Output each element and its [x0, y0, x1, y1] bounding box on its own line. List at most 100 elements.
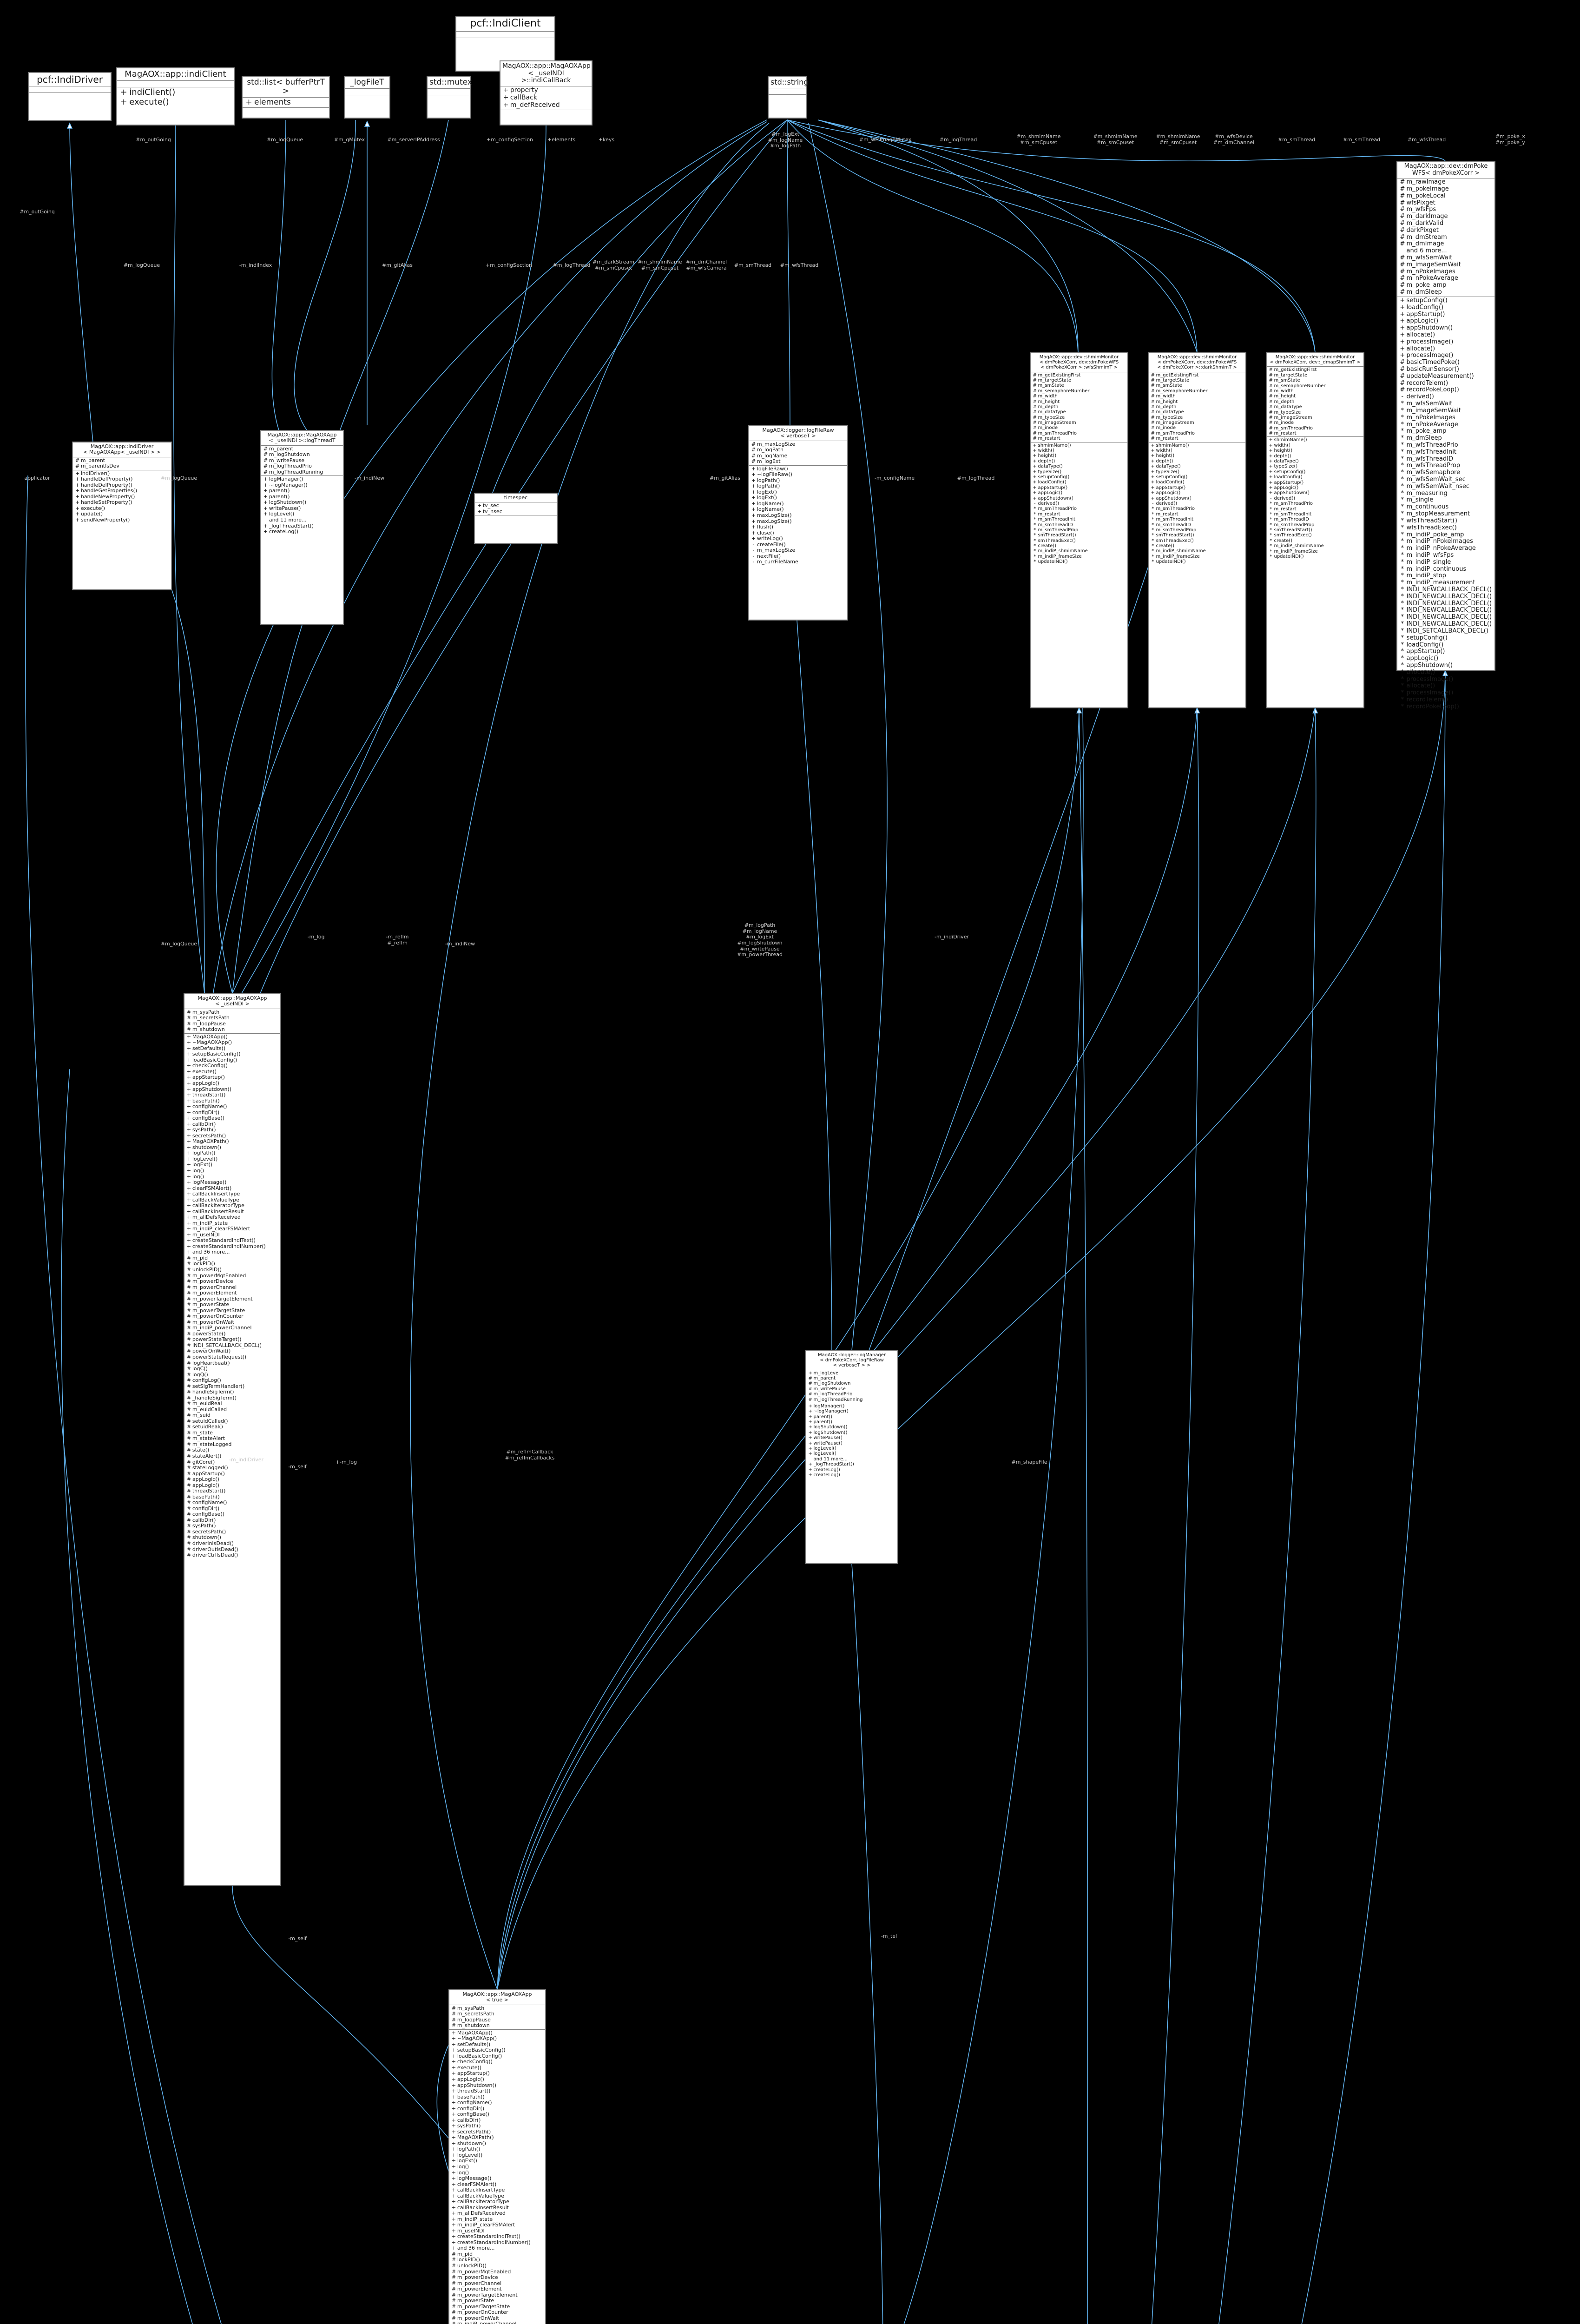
visibility-marker: * [1152, 517, 1154, 522]
uml-class-box[interactable]: MagAOX::app::MagAOXApp < _useINDI >#m_sy… [184, 993, 281, 1886]
visibility-marker: # [186, 1261, 191, 1267]
uml-class-box[interactable]: MagAOX::app::MagAOXApp < _useINDI >::ind… [500, 60, 592, 125]
visibility-marker: # [186, 1348, 191, 1354]
member-row: +maxLogSize() [749, 512, 847, 519]
uml-class-box[interactable]: _logFileT [344, 76, 390, 119]
member-row: #m_powerTargetState [449, 2304, 545, 2310]
member-row: +logShutdown() [806, 1430, 897, 1435]
uml-class-box[interactable]: std::list< bufferPtrT >+elements [242, 76, 330, 119]
visibility-marker: * [1401, 641, 1404, 648]
uml-class-box[interactable]: MagAOX::app::dev::shmimMonitor < dmPokeX… [1030, 352, 1128, 708]
member-row: #configBase() [184, 1512, 280, 1518]
visibility-marker: * [1401, 538, 1404, 545]
member-name: createStandardIndiNumber() [192, 1243, 266, 1249]
uml-class-box[interactable]: std::mutex [427, 76, 472, 119]
visibility-marker: + [451, 2146, 456, 2152]
member-row: #powerOnWait() [184, 1348, 280, 1354]
member-name: createStandardIndiNumber() [457, 2239, 531, 2245]
visibility-marker: + [451, 2123, 456, 2129]
member-name: driverInIsDead() [192, 1540, 234, 1546]
member-row: #appLogic() [184, 1477, 280, 1483]
visibility-marker: * [1270, 533, 1272, 538]
uml-class-box[interactable]: MagAOX::app::indiClient+indiClient()+exe… [116, 67, 235, 125]
class-title: MagAOX::app::indiClient [117, 68, 234, 81]
member-name: calibDir() [457, 2117, 481, 2123]
member-row: *INDI_NEWCALLBACK_DECL() [1397, 614, 1494, 621]
empty-compartment [428, 89, 470, 94]
visibility-marker: + [451, 2227, 456, 2234]
visibility-marker: + [1400, 297, 1405, 304]
member-row: #m_powerOnCounter [449, 2310, 545, 2316]
member-row: +logLevel() [449, 2152, 545, 2159]
member-name: writePause() [269, 505, 301, 511]
member-name: m_restart [1038, 511, 1060, 517]
uml-class-box[interactable]: MagAOX::app::indiDriver < MagAOXApp< _us… [72, 442, 172, 590]
visibility-marker: + [751, 529, 756, 536]
uml-class-box[interactable]: pcf::IndiDriver [28, 72, 112, 121]
member-name: height() [1156, 453, 1175, 459]
edge-label: #m_logPath #m_logName #m_logExt #m_logSh… [737, 922, 783, 958]
visibility-marker: * [1152, 527, 1154, 533]
member-name: wfsThreadStart() [1406, 517, 1457, 524]
member-row: #m_logThreadRunning [261, 469, 343, 475]
member-name: log() [457, 2164, 469, 2170]
visibility-marker: # [1151, 399, 1155, 404]
visibility-marker: # [186, 1523, 191, 1529]
uml-class-box[interactable]: MagAOX::app::MagAOXApp < _useINDI >::log… [260, 430, 344, 625]
member-name: configLog() [192, 1378, 221, 1384]
member-name: m_secretsPath [457, 2011, 494, 2017]
uml-class-box[interactable]: MagAOX::app::dev::shmimMonitor < dmPokeX… [1148, 352, 1246, 708]
member-row: +logPath() [449, 2146, 545, 2152]
uml-class-box[interactable]: MagAOX::app::MagAOXApp < true >#m_sysPat… [448, 1989, 546, 2324]
member-name: createLog() [813, 1472, 840, 1478]
member-row: *INDI_NEWCALLBACK_DECL() [1397, 586, 1494, 594]
visibility-marker: + [503, 86, 509, 94]
member-name: basePath() [192, 1494, 220, 1500]
visibility-marker: # [186, 1447, 191, 1453]
member-name: configBase() [457, 2112, 489, 2118]
member-name: callBackInsertResult [192, 1208, 244, 1215]
member-row: #logQ() [184, 1372, 280, 1378]
member-row: #m_powerMgtEnabled [184, 1273, 280, 1279]
visibility-marker: # [263, 469, 268, 475]
member-name: m_maxLogSize [757, 548, 796, 554]
uml-class-box[interactable]: MagAOX::app::dev::dmPoke WFS< dmPokeXCor… [1396, 161, 1495, 710]
visibility-marker: # [1151, 425, 1155, 431]
uml-class-box[interactable]: MagAOX::app::dev::shmimMonitor < dmPokeX… [1266, 352, 1364, 708]
member-name: m_powerOnCounter [457, 2310, 508, 2316]
empty-compartment [475, 516, 557, 521]
member-name: m_defReceived [510, 101, 560, 109]
member-name: createStandardIndiText() [457, 2234, 520, 2240]
member-row: +height() [1031, 453, 1127, 458]
member-row: *allocate() [1397, 669, 1494, 676]
member-name: sendNewProperty() [80, 517, 130, 523]
member-row: +elements [243, 98, 329, 107]
member-row: #m_nPokeAverage [1397, 275, 1494, 282]
visibility-marker: + [1269, 469, 1273, 475]
visibility-marker: # [186, 1528, 191, 1535]
visibility-marker: + [263, 528, 268, 535]
member-row: +logLevel() [184, 1156, 280, 1162]
uml-class-box[interactable]: std::string [768, 76, 808, 119]
edge-label: #m_wfsDevice #m_dmChannel [1213, 133, 1255, 145]
member-name: smThreadExec() [1156, 538, 1194, 543]
visibility-marker: + [751, 471, 756, 478]
uml-class-box[interactable]: MagAOX::logger::logFileRaw < verboseT >#… [748, 425, 848, 621]
uml-class-box[interactable]: MagAOX::logger::logManager < dmPokeXCorr… [805, 1350, 898, 1564]
member-row: #state() [184, 1447, 280, 1453]
member-row: #m_restart [1267, 431, 1363, 436]
member-row: #m_euidCalled [184, 1406, 280, 1413]
uml-class-box[interactable]: timespec+tv_sec+tv_nsec [474, 493, 558, 544]
visibility-marker: # [263, 463, 268, 469]
member-row: +shmimName() [1267, 437, 1363, 442]
member-name: allocate() [1406, 683, 1435, 690]
member-name: basePath() [192, 1098, 220, 1104]
visibility-marker: + [808, 1425, 812, 1430]
member-name: m_allDefsReceived [192, 1215, 241, 1221]
visibility-marker: * [1401, 655, 1404, 662]
member-name: logLevel() [813, 1451, 836, 1457]
member-row: #secretsPath() [184, 1529, 280, 1535]
member-name: loadBasicConfig() [457, 2053, 502, 2059]
member-name: m_nPokeAverage [1406, 421, 1458, 428]
edge-label: #m_logExt #m_logName #m_logPath [768, 131, 803, 149]
